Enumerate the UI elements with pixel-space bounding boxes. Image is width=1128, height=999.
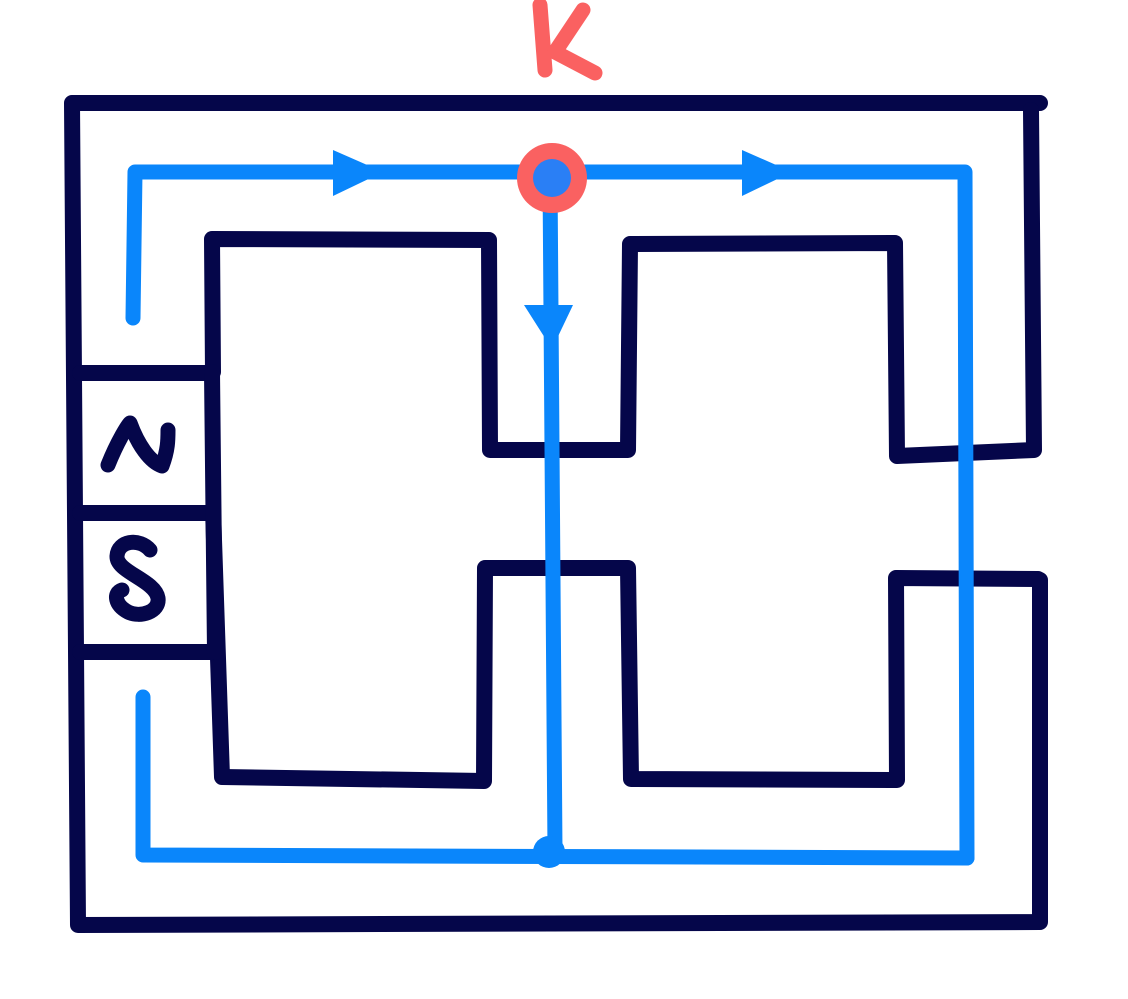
flux-middle-path (542, 170, 563, 860)
magnet-right-edge (204, 364, 223, 660)
arrowhead-icon (333, 150, 383, 196)
label-s (109, 534, 166, 622)
flux-lines (125, 164, 975, 866)
flux-arrows (333, 150, 792, 349)
flux-bottom-path (135, 689, 975, 866)
label-n (100, 415, 176, 474)
flux-junction-dot (533, 836, 565, 868)
arrowhead-icon (524, 305, 573, 349)
label-k-stem (532, 0, 553, 78)
point-k-center (533, 159, 571, 197)
arrowhead-icon (742, 150, 792, 196)
core-lower-inner-loop (205, 502, 1046, 789)
label-k-arms (547, 2, 603, 81)
label-s-strokes (109, 534, 166, 622)
label-k (532, 0, 603, 81)
label-n-strokes (100, 415, 176, 474)
point-k-marker (517, 143, 587, 213)
core-outer-frame (64, 95, 1048, 933)
